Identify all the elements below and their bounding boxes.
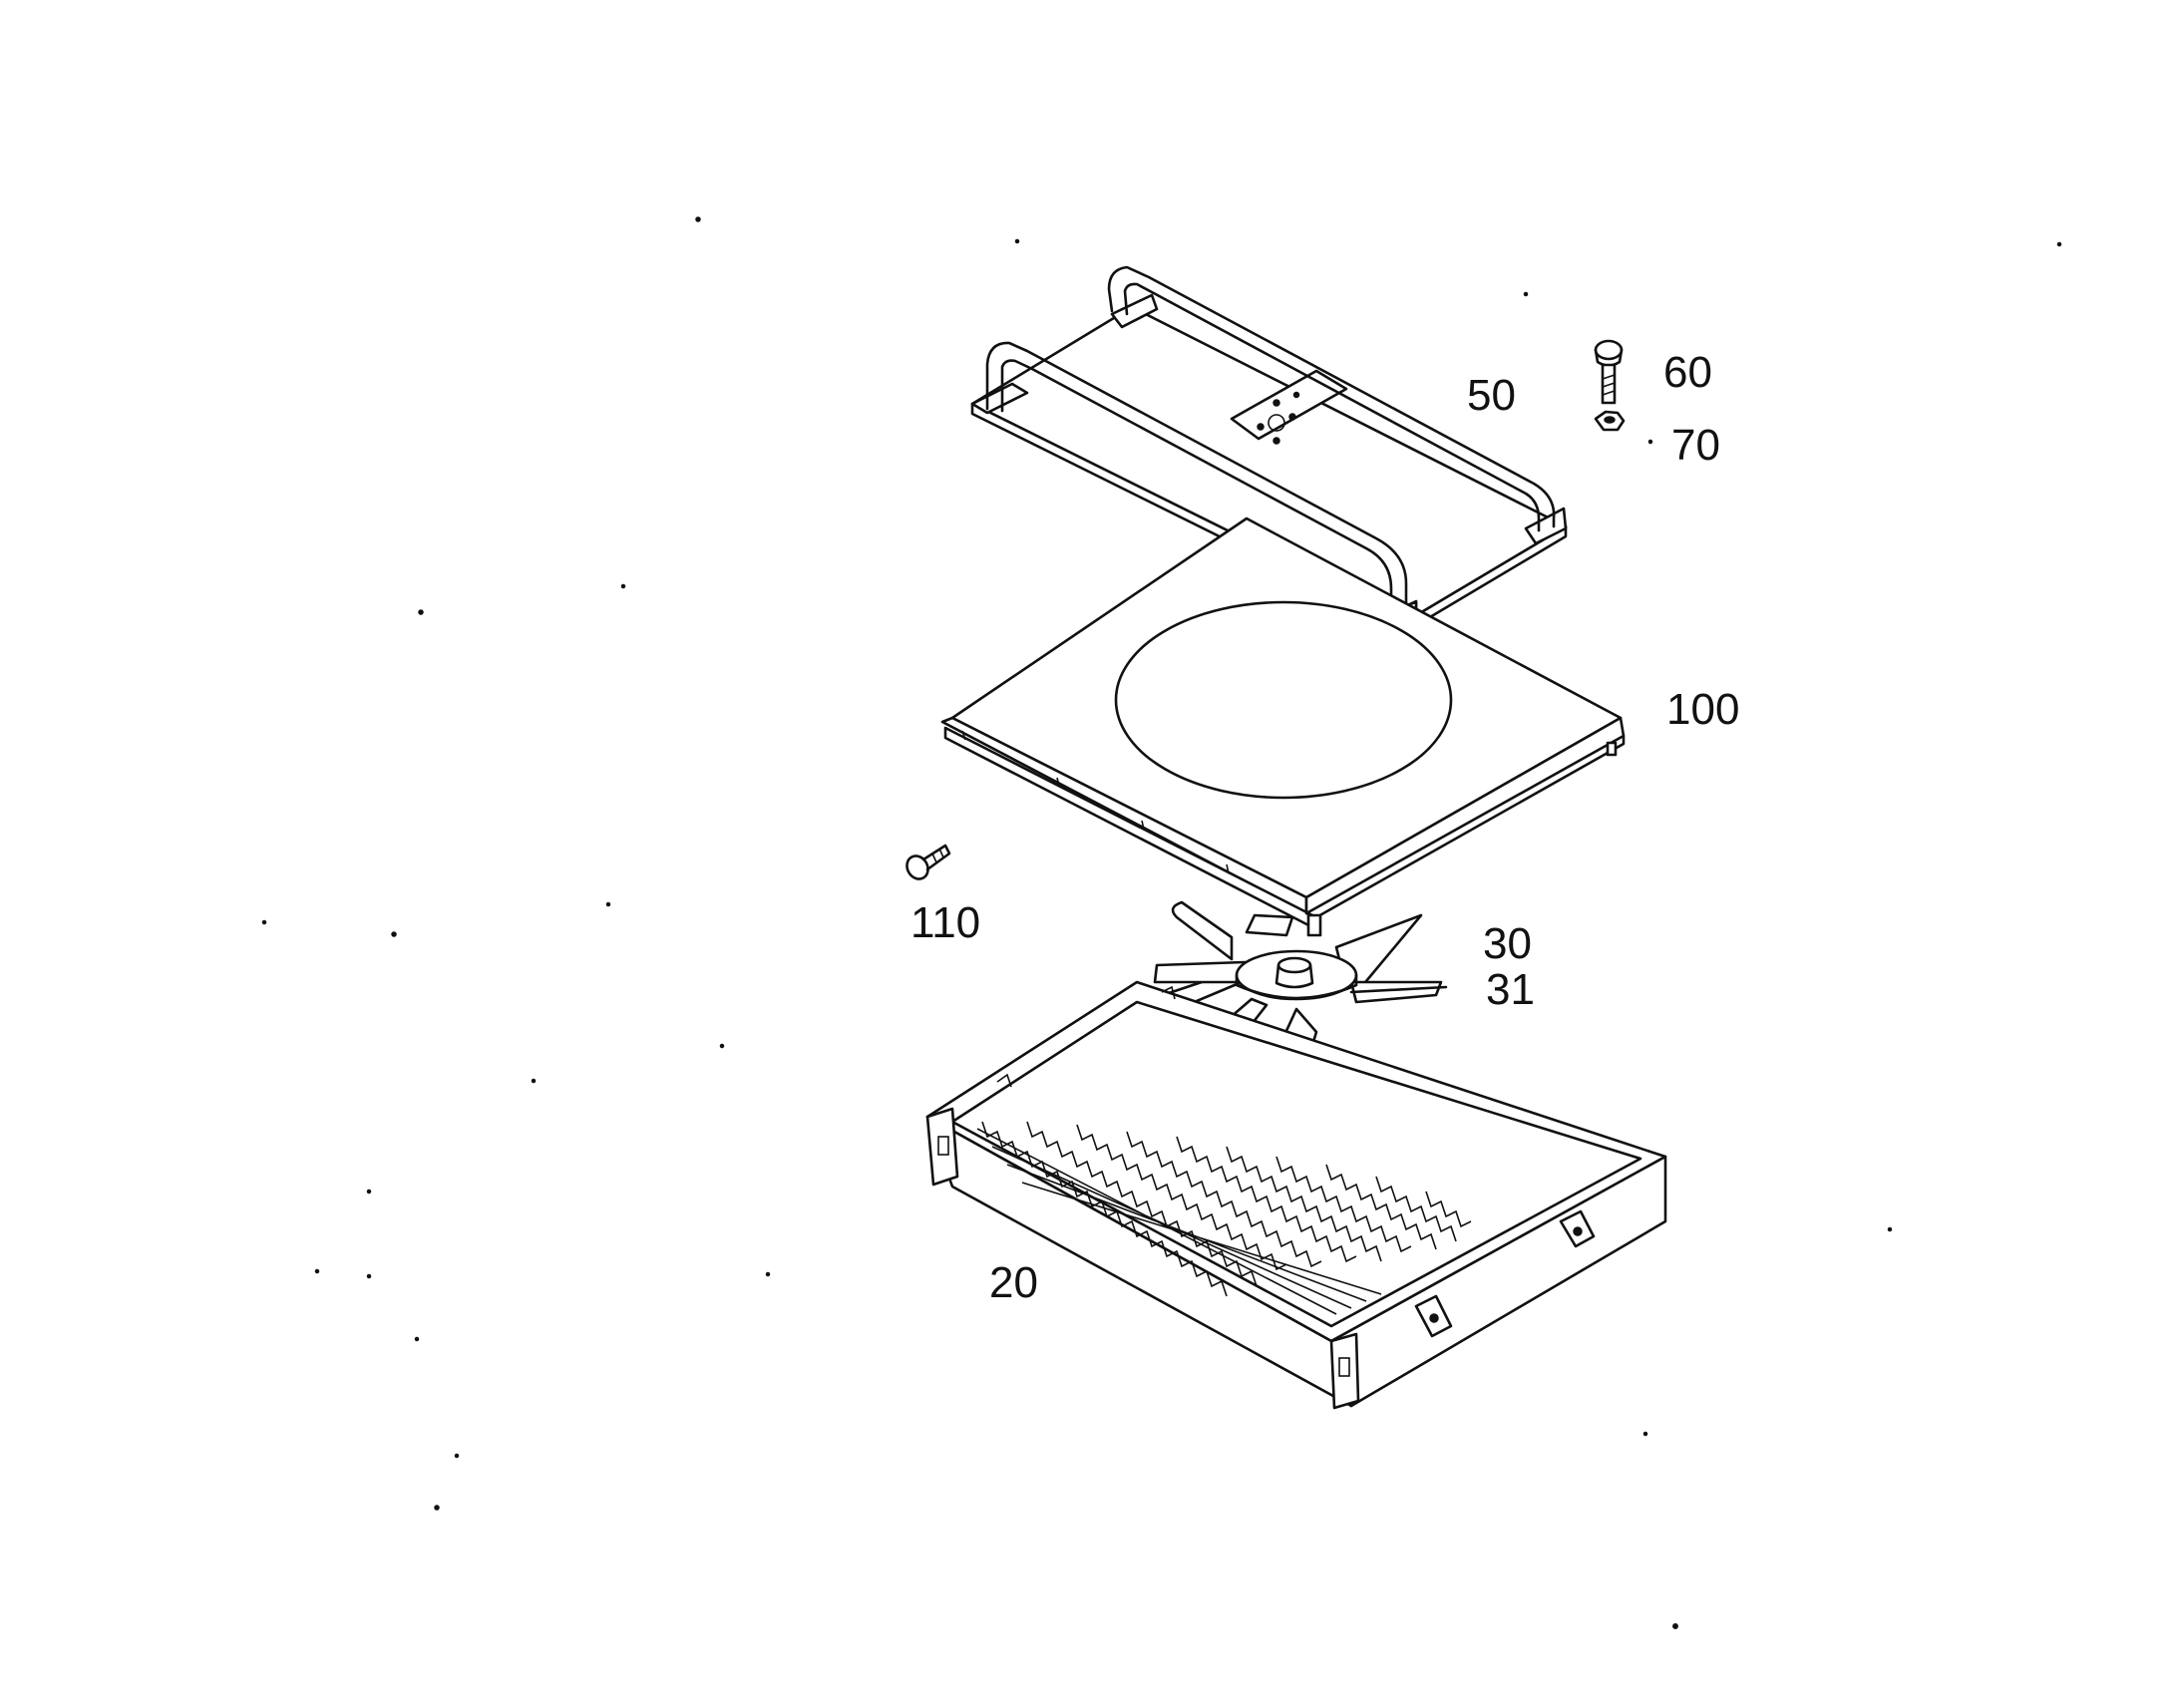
callout-label-30: 30 — [1483, 919, 1532, 968]
callout-label-31: 31 — [1486, 965, 1535, 1014]
callout-label-20: 20 — [989, 1258, 1038, 1307]
fan-shroud-part-100 — [940, 516, 1626, 937]
nut-part-70 — [1594, 410, 1626, 432]
callout-label-60: 60 — [1663, 348, 1712, 397]
radiator-part-20 — [925, 980, 1667, 1410]
callout-label-50: 50 — [1467, 371, 1516, 420]
callout-label-100: 100 — [1666, 685, 1740, 734]
callout-label-110: 110 — [910, 898, 981, 947]
screw-part-110 — [906, 844, 951, 880]
scan-specks — [261, 216, 2062, 1629]
callout-label-70: 70 — [1671, 421, 1720, 470]
radiator-core-fins — [976, 1121, 1472, 1315]
bolt-part-60 — [1594, 339, 1624, 405]
